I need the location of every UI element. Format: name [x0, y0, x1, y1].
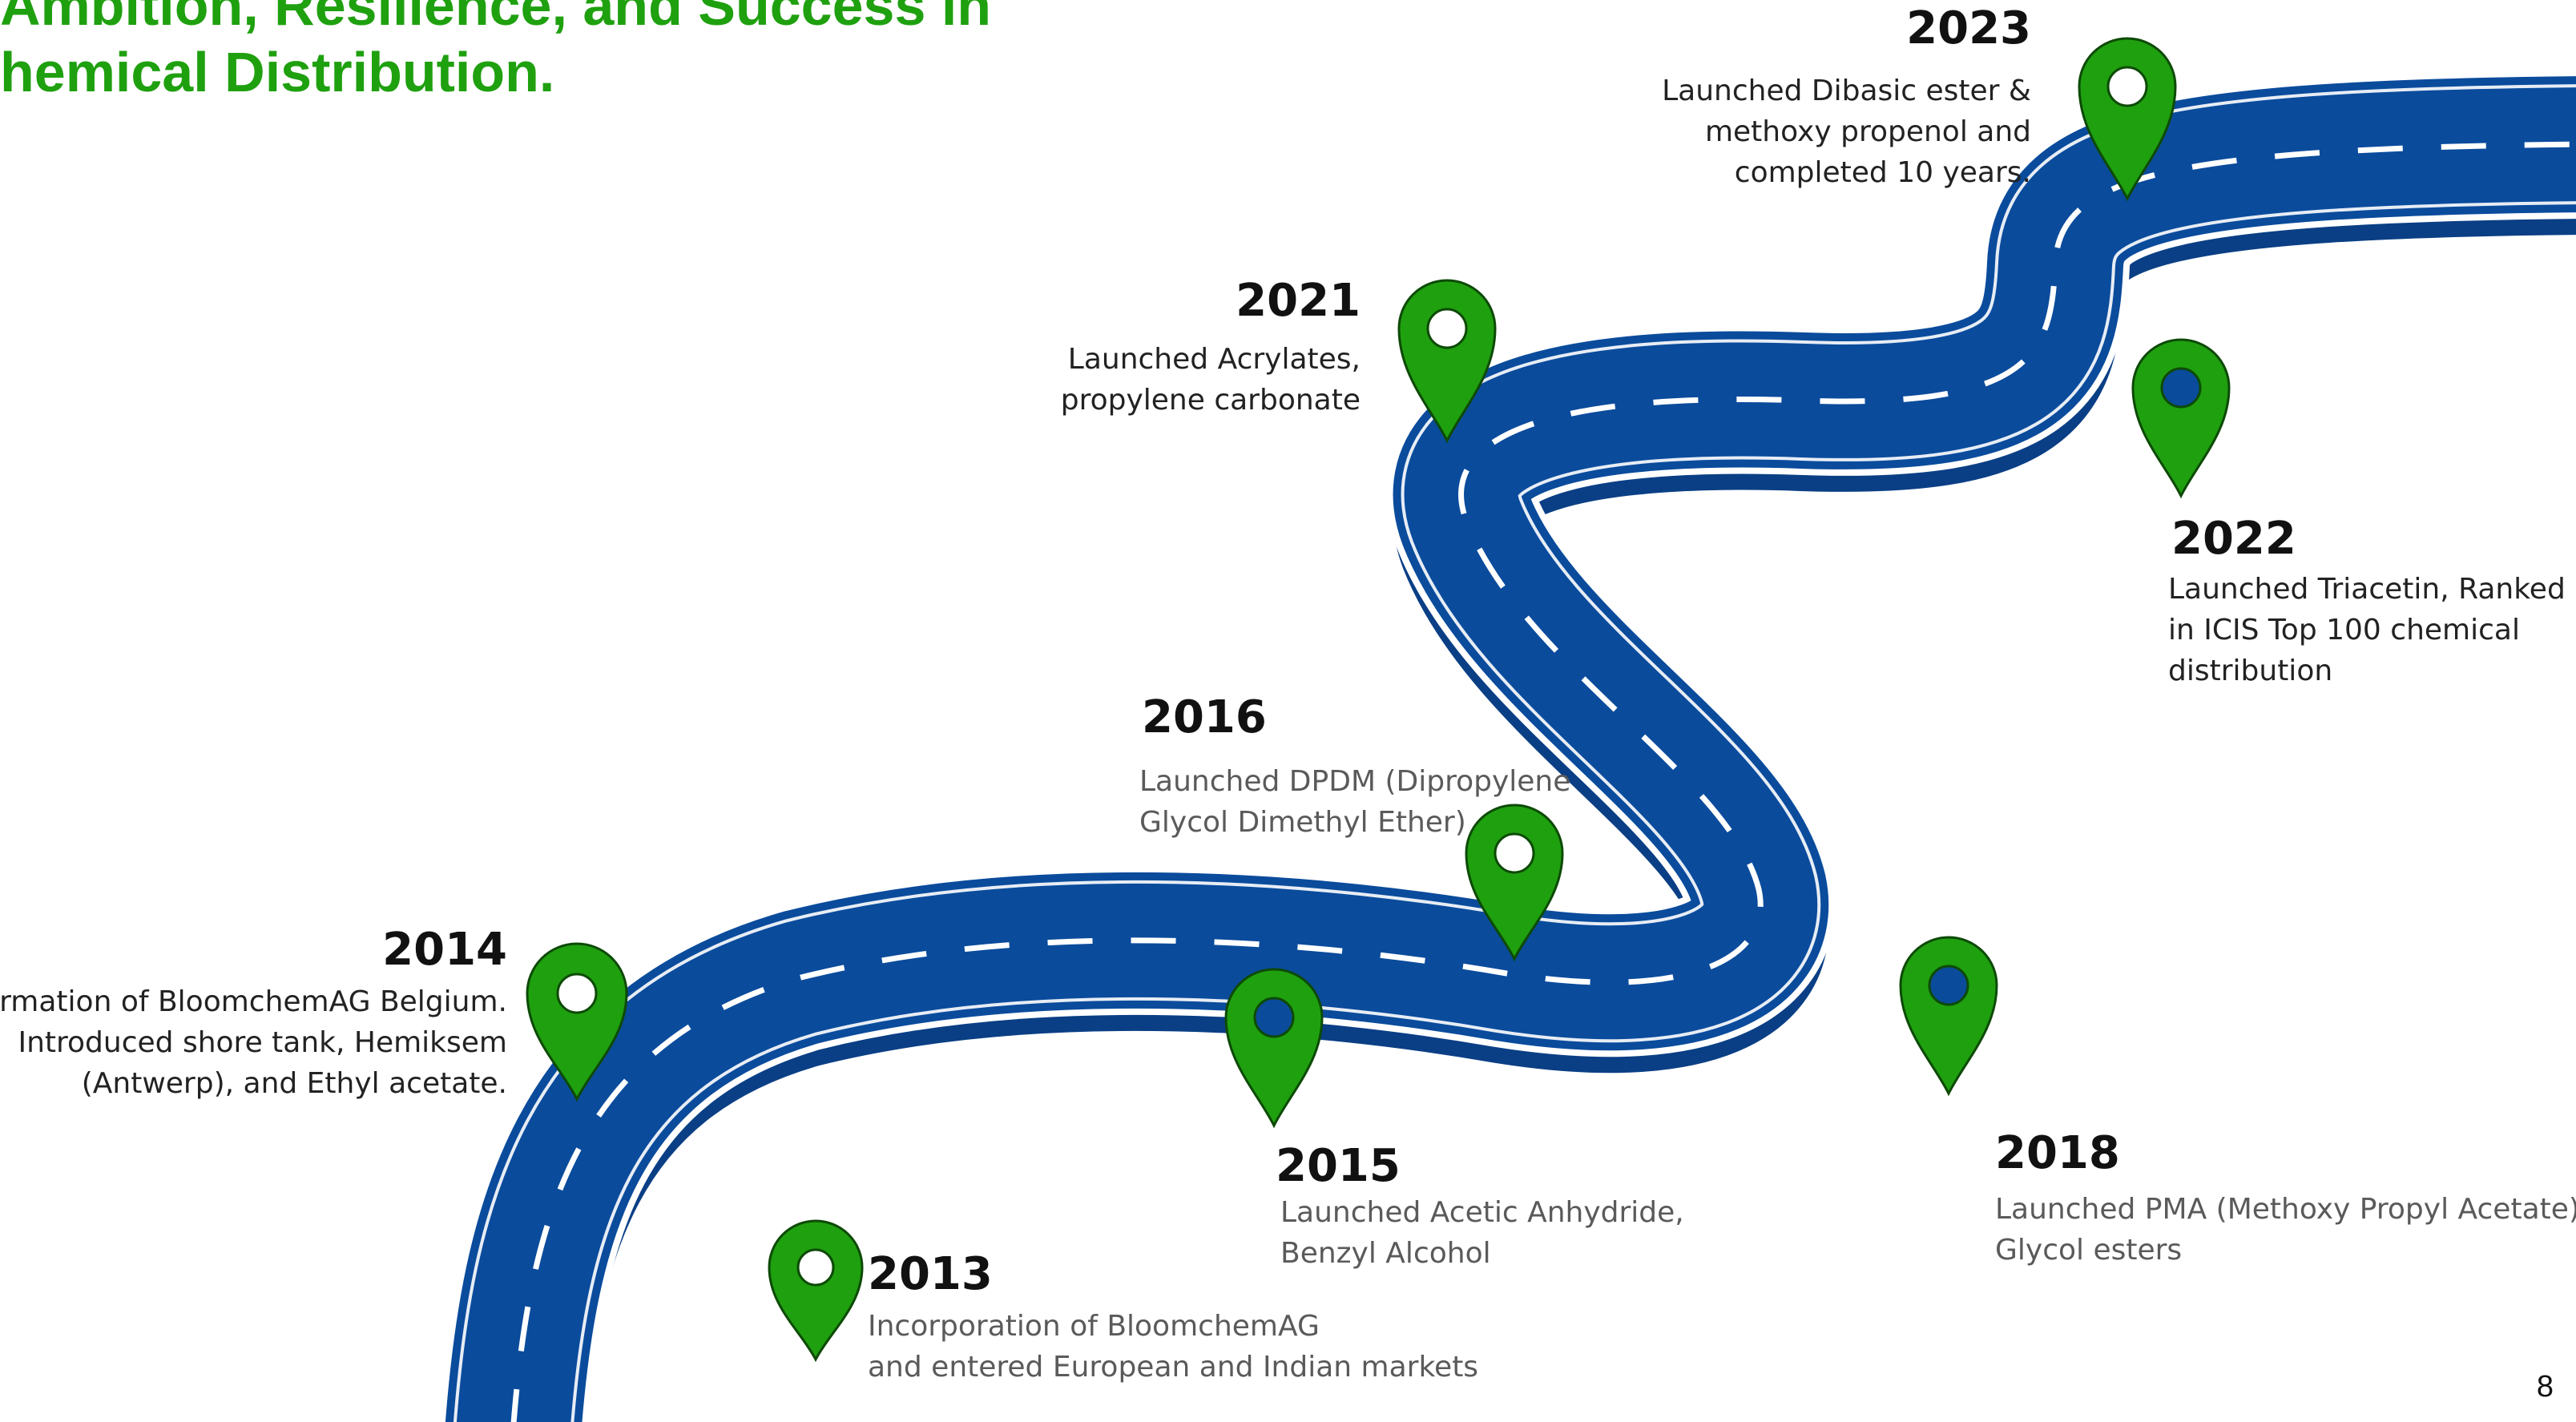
milestone-desc-2013: Incorporation of BloomchemAG and entered…: [868, 1306, 1478, 1388]
milestone-year-2013: 2013: [868, 1248, 993, 1300]
pin-dot: [1253, 997, 1295, 1038]
road-center-dashes: [510, 141, 2576, 1422]
desc-line: in ICIS Top 100 chemical: [2168, 614, 2520, 647]
desc-line: Benzyl Alcohol: [1280, 1237, 1491, 1270]
desc-line: Launched Triacetin, Ranked 162: [2168, 573, 2576, 606]
milestone-desc-2022: Launched Triacetin, Ranked 162 in ICIS T…: [2168, 569, 2576, 691]
pin-2013: [768, 1219, 864, 1363]
desc-line: completed 10 years.: [1734, 156, 2031, 189]
desc-line: Glycol esters: [1995, 1234, 2183, 1267]
milestone-year-2016: 2016: [1142, 691, 1267, 743]
desc-line: Launched Dibasic ester &: [1662, 75, 2031, 107]
milestone-year-2014: 2014: [382, 924, 507, 976]
milestone-year-2023: 2023: [1906, 2, 2031, 54]
milestone-year-2015: 2015: [1276, 1140, 1401, 1192]
winding-road: [438, 70, 2576, 1422]
pin-2022: [2131, 338, 2231, 499]
page-number: 8: [2536, 1370, 2554, 1404]
desc-line: Glycol Dimethyl Ether): [1139, 806, 1466, 839]
map-pin-icon: [1465, 804, 1564, 962]
milestone-desc-2023: Launched Dibasic ester & methoxy propeno…: [1662, 70, 2031, 193]
desc-line: (Antwerp), and Ethyl acetate.: [81, 1067, 507, 1100]
milestone-desc-2014: Formation of BloomchemAG Belgium. Introd…: [0, 981, 507, 1104]
milestone-desc-2018: Launched PMA (Methoxy Propyl Acetate), G…: [1995, 1189, 2576, 1271]
desc-line: and entered European and Indian markets: [868, 1351, 1479, 1384]
milestone-year-2022: 2022: [2171, 513, 2296, 565]
desc-line: Formation of BloomchemAG Belgium.: [0, 985, 507, 1018]
map-pin-icon: [1899, 936, 1998, 1097]
desc-line: Launched DPDM (Dipropylene: [1139, 765, 1571, 798]
pin-2015: [1224, 968, 1324, 1129]
desc-line: Incorporation of BloomchemAG: [868, 1310, 1320, 1343]
pin-dot: [1426, 308, 1468, 349]
milestone-desc-2015: Launched Acetic Anhydride, Benzyl Alcoho…: [1280, 1192, 1684, 1274]
pin-dot: [2160, 367, 2202, 409]
pin-dot: [556, 973, 598, 1014]
desc-line: methoxy propenol and: [1704, 115, 2031, 148]
map-pin-icon: [1224, 968, 1324, 1129]
desc-line: Launched Acetic Anhydride,: [1280, 1196, 1684, 1229]
milestone-desc-2021: Launched Acrylates, propylene carbonate: [1061, 339, 1361, 421]
desc-line: Launched PMA (Methoxy Propyl Acetate),: [1995, 1193, 2576, 1226]
desc-line: distribution: [2168, 655, 2333, 687]
pin-2018: [1899, 936, 1998, 1097]
desc-line: Introduced shore tank, Hemiksem: [18, 1026, 507, 1059]
map-pin-icon: [768, 1219, 864, 1363]
slide-title-line-2: hemical Distribution.: [0, 41, 555, 103]
milestone-year-2018: 2018: [1995, 1127, 2120, 1179]
pin-dot: [1494, 832, 1535, 874]
desc-line: Launched Acrylates,: [1067, 343, 1361, 376]
pin-2023: [2078, 37, 2177, 202]
pin-dot: [1928, 965, 1969, 1006]
desc-line: propylene carbonate: [1060, 384, 1361, 417]
milestone-desc-2016: Launched DPDM (Dipropylene Glycol Dimeth…: [1139, 761, 1570, 843]
pin-2016: [1465, 804, 1564, 962]
slide-title-line-1: Ambition, Resilience, and Success in: [0, 0, 992, 37]
map-pin-icon: [2078, 37, 2177, 202]
milestone-year-2021: 2021: [1236, 275, 1361, 327]
pin-2021: [1397, 279, 1497, 444]
pin-dot: [2106, 66, 2148, 107]
pin-dot: [796, 1248, 835, 1287]
pin-2014: [526, 942, 628, 1102]
map-pin-icon: [526, 942, 628, 1102]
map-pin-icon: [1397, 279, 1497, 444]
map-pin-icon: [2131, 338, 2231, 499]
